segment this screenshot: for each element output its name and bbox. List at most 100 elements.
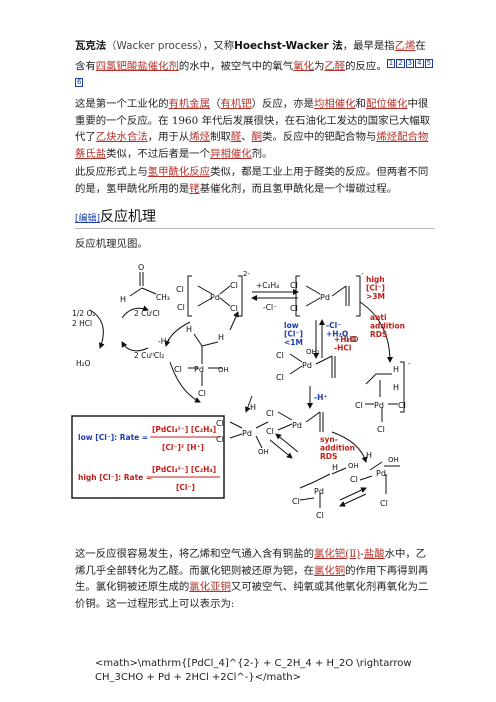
- svg-text:H: H: [120, 295, 126, 304]
- rate-high-label: high [Cl⁻]: Rate =: [78, 473, 152, 482]
- link-alkene-complex[interactable]: 烯烃配合物: [376, 131, 429, 143]
- link-aldehyde[interactable]: 醛: [230, 131, 242, 143]
- svg-text:2 HCl: 2 HCl: [72, 319, 92, 328]
- svg-text:OH: OH: [258, 448, 269, 456]
- edit-section-link[interactable]: [编辑]: [75, 214, 101, 224]
- rate-low-label: low [Cl⁻]: Rate =: [78, 433, 148, 442]
- svg-text:H₂O: H₂O: [76, 359, 91, 368]
- ref-4[interactable]: 4: [415, 58, 424, 68]
- comparison-paragraph: 此反应形式上与氢甲酰化反应类似，都是工业上用于醛类的反应。但两者不同的是，氢甲酰…: [75, 166, 429, 195]
- link-hydrochloric-acid[interactable]: 盐酸: [363, 548, 385, 560]
- link-alkene[interactable]: 烯烃: [189, 131, 211, 143]
- svg-text:OH: OH: [218, 366, 229, 374]
- history-paragraph: 这是第一个工业化的有机金属（有机钯）反应，亦是均相催化和配位催化中很重要的一个反…: [75, 98, 431, 160]
- link-rhodium[interactable]: 铑: [189, 182, 200, 195]
- svg-text:OH₂: OH₂: [306, 348, 320, 356]
- svg-text:Cl: Cl: [216, 419, 224, 428]
- svg-text:Pd: Pd: [302, 361, 312, 370]
- link-organometallic[interactable]: 有机金属: [168, 98, 211, 110]
- svg-text:2 CuᴵCl: 2 CuᴵCl: [134, 309, 160, 318]
- svg-text:Cl: Cl: [176, 285, 184, 294]
- svg-text:-Cl⁻: -Cl⁻: [263, 303, 277, 312]
- svg-text:Cl: Cl: [350, 475, 358, 484]
- svg-text:1/2 O₂: 1/2 O₂: [72, 309, 95, 318]
- mechanism-diagram: Cl Cl Pd Cl Cl 2- +C₂H₄ -Cl⁻ Cl Cl Pd - …: [71, 263, 411, 520]
- intro-paragraph: 瓦克法（Wacker process），又称Hoechst-Wacker 法，最…: [75, 38, 435, 94]
- ref-5[interactable]: 5: [424, 58, 434, 68]
- svg-text:Cl: Cl: [398, 401, 406, 410]
- link-cuprous-chloride[interactable]: 氯化亚铜: [189, 581, 231, 593]
- section-heading: [编辑]反应机理: [75, 206, 435, 229]
- svg-text:Cl: Cl: [230, 304, 238, 313]
- link-ketone[interactable]: 酮: [251, 131, 263, 143]
- ref-3[interactable]: 3: [405, 58, 415, 68]
- svg-text:Cl: Cl: [198, 389, 206, 398]
- svg-text:H: H: [186, 325, 192, 334]
- rate-high-num: [PdCl₄²⁻] [C₂H₄]: [152, 465, 216, 474]
- svg-text:H: H: [218, 333, 224, 342]
- svg-text:Cl: Cl: [276, 351, 284, 360]
- reaction-formula: <math>\mathrm{[PdCl_4]^{2-} + C_2H_4 + H…: [95, 658, 412, 683]
- svg-text:Cl: Cl: [316, 511, 324, 520]
- svg-text:-H⁺: -H⁺: [158, 337, 170, 346]
- link-acetylene-hydration[interactable]: 乙炔水合法: [95, 131, 148, 143]
- ref-6[interactable]: 6: [75, 78, 84, 88]
- ref-2[interactable]: 2: [396, 58, 405, 68]
- svg-text:Pd: Pd: [374, 401, 384, 410]
- link-oxidation[interactable]: 氧化: [293, 59, 314, 72]
- svg-text:Pd: Pd: [242, 429, 252, 438]
- svg-text:Cl: Cl: [230, 281, 238, 290]
- svg-text:2-: 2-: [243, 270, 250, 278]
- ref-1[interactable]: 1: [386, 58, 396, 68]
- svg-text:OH: OH: [388, 456, 399, 464]
- svg-text:H: H: [366, 451, 372, 460]
- svg-text:Cl: Cl: [290, 281, 298, 290]
- title-term: 瓦克法: [75, 40, 107, 52]
- svg-text:HO: HO: [346, 335, 358, 344]
- svg-text:Cl: Cl: [216, 435, 224, 444]
- mechanism-intro: 反应机理见图。: [75, 238, 148, 250]
- rate-low-num: [PdCl₄²⁻] [C₂H₄]: [152, 425, 216, 434]
- svg-text:CH₃: CH₃: [156, 293, 170, 302]
- svg-text:Cl: Cl: [276, 373, 284, 382]
- svg-text:2 CuᴵᴵCl₂: 2 CuᴵᴵCl₂: [134, 351, 164, 360]
- link-heterogeneous-catalysis[interactable]: 异相催化: [210, 147, 252, 160]
- label-low-step: -Cl⁻+H₂O: [326, 321, 348, 339]
- svg-text:Cl: Cl: [177, 303, 185, 312]
- svg-text:H: H: [250, 403, 256, 412]
- svg-text:Pd: Pd: [376, 469, 386, 478]
- link-coordination-catalysis[interactable]: 配位催化: [365, 98, 408, 110]
- link-zeise-salt[interactable]: 蔡氏盐: [75, 147, 107, 160]
- link-hydroformylation[interactable]: 氢甲酰化反应: [147, 166, 211, 178]
- link-copper-chloride[interactable]: 氯化铜: [313, 564, 346, 577]
- svg-text:Cl: Cl: [290, 304, 298, 313]
- link-tetrachloropalladate[interactable]: 四氯钯酸盐: [95, 59, 148, 72]
- link-catalyst[interactable]: 催化剂: [147, 59, 179, 72]
- svg-text:Cl: Cl: [377, 425, 385, 434]
- svg-text:Cl: Cl: [174, 365, 182, 374]
- svg-text:H: H: [393, 383, 399, 392]
- link-acetaldehyde[interactable]: 乙醛: [324, 59, 346, 72]
- svg-text:+C₂H₄: +C₂H₄: [256, 281, 279, 290]
- svg-text:-: -: [408, 360, 411, 368]
- alias-term: Hoechst-Wacker 法: [234, 40, 343, 52]
- rate-low-den: [Cl⁻]² [H⁺]: [162, 443, 204, 452]
- link-organopalladium[interactable]: 有机钯: [220, 98, 252, 110]
- label-low-cl: low[Cl⁻]<1M: [284, 321, 303, 347]
- svg-text:Pd: Pd: [194, 365, 204, 374]
- svg-text:Cl: Cl: [266, 409, 274, 418]
- label-anti-step: +H₂O-HCl: [334, 335, 356, 353]
- link-homogeneous-catalysis[interactable]: 均相催化: [313, 98, 356, 110]
- svg-text:Pd: Pd: [292, 421, 302, 430]
- svg-text:Cl: Cl: [292, 497, 300, 506]
- svg-text:OH: OH: [348, 462, 359, 470]
- link-palladium-chloride[interactable]: 氯化钯(Ⅱ): [313, 548, 361, 560]
- svg-text:O: O: [138, 263, 144, 272]
- svg-text:Cl: Cl: [355, 401, 363, 410]
- link-ethylene[interactable]: 乙烯: [394, 40, 416, 52]
- svg-text:H: H: [393, 365, 399, 374]
- svg-text:-: -: [361, 270, 364, 278]
